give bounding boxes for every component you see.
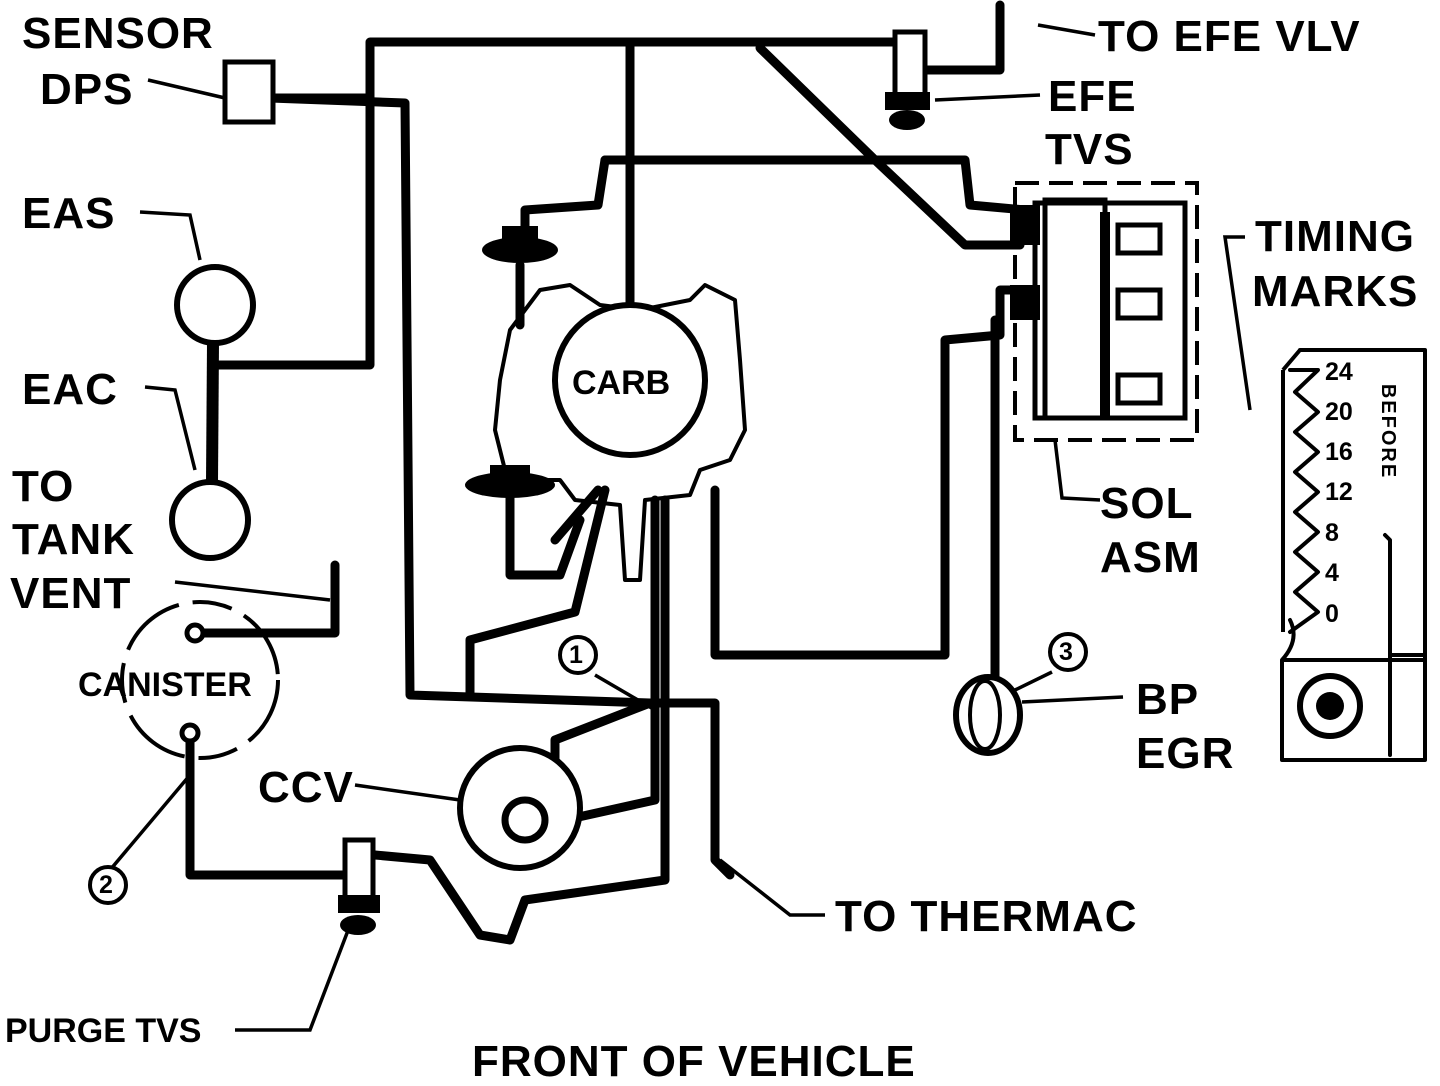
front-of-vehicle-label: FRONT OF VEHICLE — [472, 1037, 916, 1086]
carb-label: CARB — [572, 364, 671, 402]
efe-label: EFE — [1048, 72, 1137, 121]
sol-label: SOL — [1100, 479, 1194, 528]
vacuum-hoses — [185, 0, 1030, 945]
to-label: TO — [12, 462, 75, 511]
ccv-port — [501, 796, 549, 844]
eac-label: EAC — [22, 365, 118, 414]
canister-port-bottom — [179, 722, 201, 744]
marks-label: MARKS — [1252, 267, 1419, 316]
purge-tvs-fitting — [338, 837, 380, 935]
choke-diaphragm-upper — [482, 226, 558, 263]
timing-label: TIMING — [1255, 212, 1415, 261]
before-label: BEFORE — [1377, 383, 1400, 480]
timing-mark-16: 16 — [1325, 438, 1353, 466]
bp-label: BP — [1136, 675, 1200, 724]
timing-mark-8: 8 — [1325, 519, 1339, 547]
asm-label: ASM — [1100, 533, 1201, 582]
solenoid-assembly — [1010, 181, 1199, 442]
tvs-label: TVS — [1045, 125, 1134, 174]
eas-valve — [174, 264, 256, 346]
vent-label: VENT — [10, 569, 132, 618]
carb-circle — [552, 302, 708, 458]
canister-port-top — [184, 622, 206, 644]
efe-tvs-fitting — [885, 29, 930, 130]
dps-label: DPS — [40, 65, 134, 114]
timing-mark-12: 12 — [1325, 478, 1353, 506]
carburetor-body — [493, 283, 747, 582]
timing-mark-20: 20 — [1325, 398, 1353, 426]
bp-egr-valve — [953, 674, 1023, 756]
callout-1-circle — [558, 635, 598, 675]
callout-2-circle — [88, 865, 128, 905]
egr-label: EGR — [1136, 729, 1235, 778]
eas-label: EAS — [22, 189, 116, 238]
tank-label: TANK — [12, 515, 135, 564]
timing-mark-24: 24 — [1325, 358, 1353, 386]
timing-mark-4: 4 — [1325, 559, 1339, 587]
callout-3-circle — [1048, 632, 1088, 672]
eac-valve — [169, 479, 251, 561]
canister-outline — [120, 600, 280, 760]
ccv-label: CCV — [258, 763, 354, 812]
to-thermac-label: TO THERMAC — [835, 892, 1138, 941]
choke-diaphragm-lower — [465, 465, 555, 498]
sensor-dps-box — [222, 59, 276, 125]
timing-tab — [1280, 348, 1427, 762]
sensor-label: SENSOR — [22, 9, 214, 58]
callout-2-number: 2 — [99, 871, 113, 899]
callout-1-number: 1 — [569, 641, 583, 669]
callout-3-number: 3 — [1059, 638, 1073, 666]
purge-tvs-label: PURGE TVS — [5, 1012, 202, 1050]
to-efe-vlv-label: TO EFE VLV — [1098, 12, 1361, 61]
canister-label: CANISTER — [78, 666, 252, 704]
timing-mark-0: 0 — [1325, 600, 1339, 628]
